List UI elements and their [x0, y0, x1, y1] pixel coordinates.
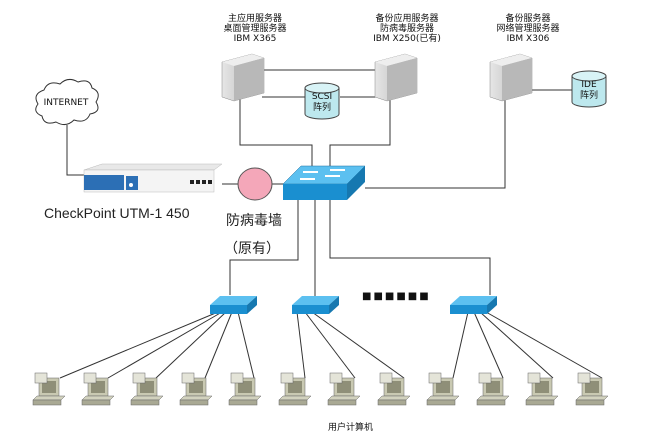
server-icon-1 [221, 53, 265, 102]
internet-label: INTERNET [43, 98, 89, 108]
client-pc-icon [377, 372, 411, 406]
ide-label-line1: IDE [581, 80, 597, 90]
more-switches-ellipsis: ■■■■■■ [362, 291, 431, 302]
server-1-role: 主应用服务器 [227, 14, 282, 24]
server-3-model: IBM X306 [506, 34, 550, 44]
ide-label-line2: 阵列 [579, 91, 598, 101]
scsi-storage-icon [304, 82, 340, 120]
client-pc-icon [327, 372, 361, 406]
client-pc-icon [32, 372, 66, 406]
server-1-role2: 桌面管理服务器 [223, 24, 287, 34]
firewall-label: CheckPoint UTM-1 450 [44, 205, 190, 221]
scsi-storage-label: SCSI 阵列 [305, 92, 339, 114]
client-pc-icon [179, 372, 213, 406]
link-server3-switch [365, 100, 506, 189]
client-computers [32, 372, 609, 406]
client-pc-icon [525, 372, 559, 406]
scsi-label-line1: SCSI [311, 92, 333, 102]
server-2-role2: 防病毒服务器 [379, 24, 434, 34]
client-pc-icon [278, 372, 312, 406]
antivirus-wall-icon [237, 167, 273, 201]
server-2-model: IBM X250(已有) [373, 34, 441, 44]
server-3-role2: 网络管理服务器 [496, 24, 560, 34]
access-switch-icon-3 [450, 296, 497, 314]
antivirus-wall-label: 防病毒墙 [226, 213, 282, 229]
firewall-appliance-icon [83, 163, 223, 193]
internet-cloud-icon [35, 78, 99, 126]
scsi-label-line2: 阵列 [312, 103, 331, 113]
link-switch-access1 [229, 200, 299, 295]
antivirus-wall-note: （原有） [224, 241, 280, 257]
client-pc-icon [81, 372, 115, 406]
client-pc-icon [228, 372, 262, 406]
link-server1-switch [239, 95, 313, 168]
server-icon-3 [489, 53, 533, 102]
link-switch-access3 [329, 200, 491, 295]
link-server2-switch [329, 95, 391, 168]
client-pc-icon [130, 372, 164, 406]
link-internet-firewall [66, 125, 85, 176]
client-pc-icon [575, 372, 609, 406]
server-icon-2 [374, 53, 418, 102]
server-2-role: 备份应用服务器 [375, 14, 439, 24]
clients-caption: 用户计算机 [328, 423, 374, 433]
server-label-3: 备份服务器 网络管理服务器 IBM X306 [478, 14, 578, 44]
ide-storage-label: IDE 阵列 [572, 80, 606, 102]
client-pc-icon [426, 372, 460, 406]
connection-lines [59, 69, 603, 379]
server-label-1: 主应用服务器 桌面管理服务器 IBM X365 [205, 14, 305, 44]
server-1-model: IBM X365 [233, 34, 277, 44]
server-3-role: 备份服务器 [505, 14, 551, 24]
ide-storage-icon [571, 70, 607, 108]
server-label-2: 备份应用服务器 防病毒服务器 IBM X250(已有) [352, 14, 462, 44]
access-switch-icon-1 [210, 296, 257, 314]
core-switch-icon [282, 165, 366, 200]
client-pc-icon [476, 372, 510, 406]
access-switch-icon-2 [292, 296, 339, 314]
